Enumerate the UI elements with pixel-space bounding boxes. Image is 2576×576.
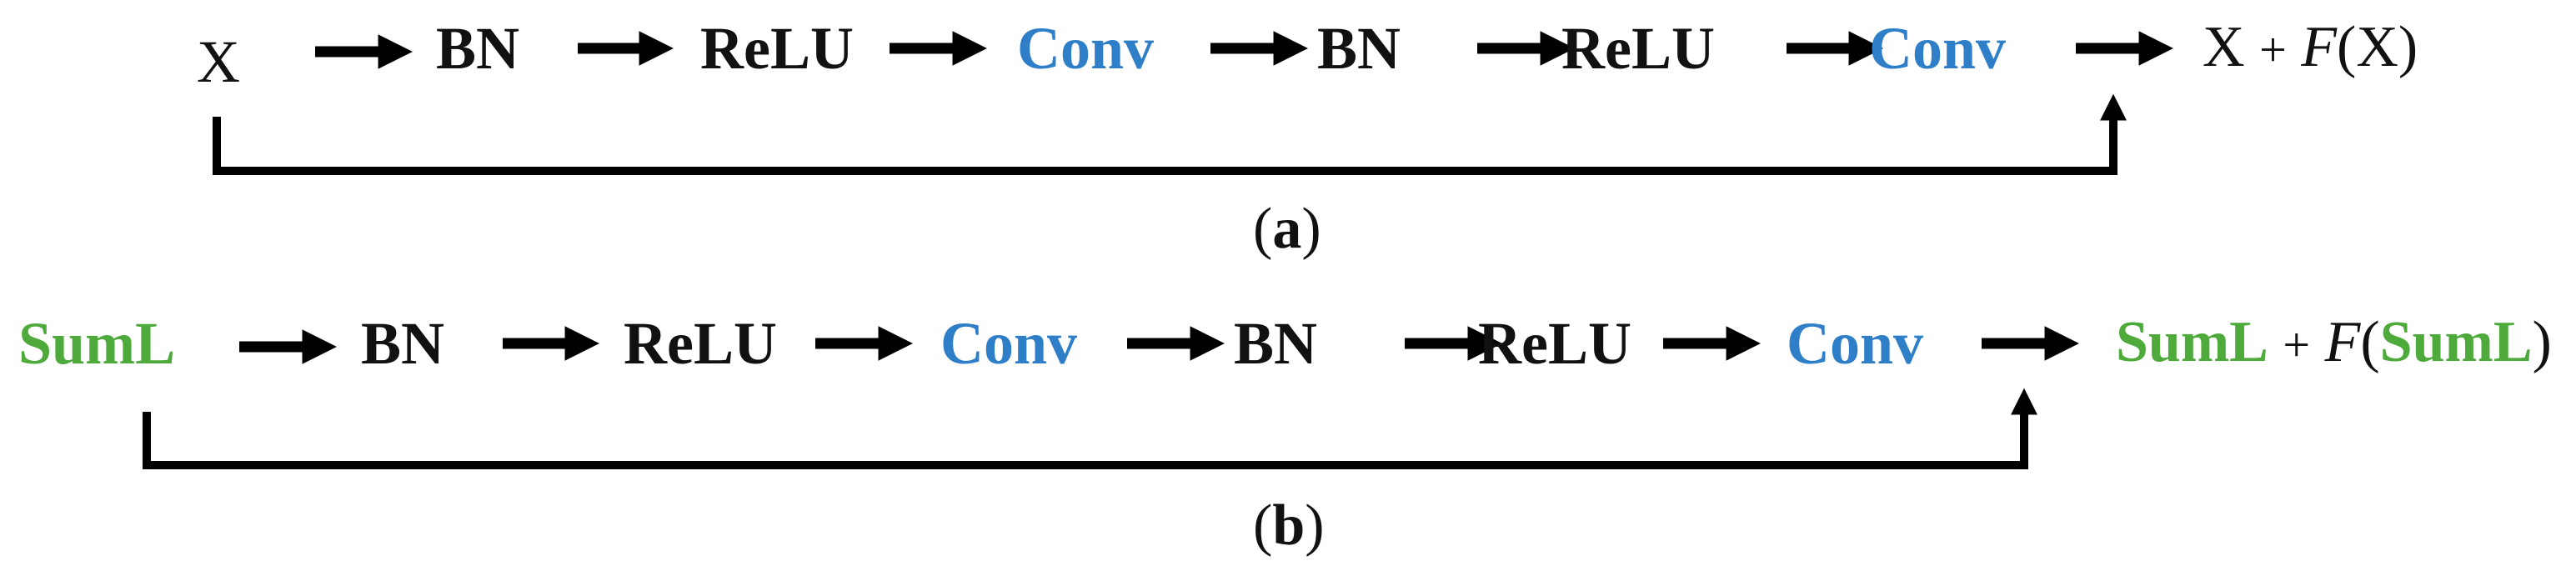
row-a-step-bn-2: BN (1317, 15, 1401, 82)
caption-letter: a (1272, 197, 1302, 261)
row-a-step-relu-1: ReLU (700, 15, 854, 82)
row-a-output-x: X (2203, 15, 2245, 79)
row-b-output-lparen: ( (2360, 310, 2380, 374)
row-b-output-f: F (2324, 310, 2361, 374)
row-b-caption: (b) (1253, 497, 1325, 555)
row-a-flow-arrows (315, 31, 2174, 69)
row-b-output-rparen: ) (2532, 310, 2552, 374)
row-a-output-label: X + F(X) (2203, 18, 2418, 77)
row-a-caption: (a) (1253, 200, 1321, 258)
row-b-output-plus: + (2283, 318, 2311, 372)
row-a-step-conv-2: Conv (1869, 15, 2007, 82)
row-b-flow-arrows (239, 326, 2080, 364)
row-b-skip-connection (143, 388, 2038, 469)
row-a-output-lparen: ( (2337, 15, 2357, 79)
row-a-step-bn-1: BN (436, 15, 520, 82)
row-b-step-bn-1: BN (361, 310, 445, 377)
row-b-step-relu-2: ReLU (1478, 310, 1631, 377)
caption-lparen: ( (1253, 197, 1273, 261)
row-b-step-bn-2: BN (1234, 310, 1318, 377)
row-a-output-plus: + (2259, 23, 2287, 77)
caption-rparen: ) (1305, 493, 1325, 558)
row-b-output-suml: SumL (2116, 310, 2268, 374)
row-b-step-relu-1: ReLU (624, 310, 777, 377)
row-b-output-label: SumL + F(SumL) (2116, 313, 2552, 372)
row-a-output-x-arg: X (2356, 15, 2398, 79)
caption-rparen: ) (1301, 197, 1321, 261)
row-a-output-rparen: ) (2398, 15, 2418, 79)
row-a-step-relu-2: ReLU (1561, 15, 1715, 82)
row-a-skip-connection (213, 93, 2127, 175)
caption-lparen: ( (1253, 493, 1273, 558)
row-b-input-label: SumL (18, 310, 176, 377)
caption-letter: b (1272, 493, 1306, 558)
row-a-output-f: F (2301, 15, 2338, 79)
row-b-step-conv-2: Conv (1787, 310, 1924, 377)
row-a-input-label: X (197, 28, 240, 95)
row-a-step-conv-1: Conv (1017, 15, 1155, 82)
row-b-output-suml-arg: SumL (2379, 310, 2533, 374)
row-b-step-conv-1: Conv (940, 310, 1078, 377)
